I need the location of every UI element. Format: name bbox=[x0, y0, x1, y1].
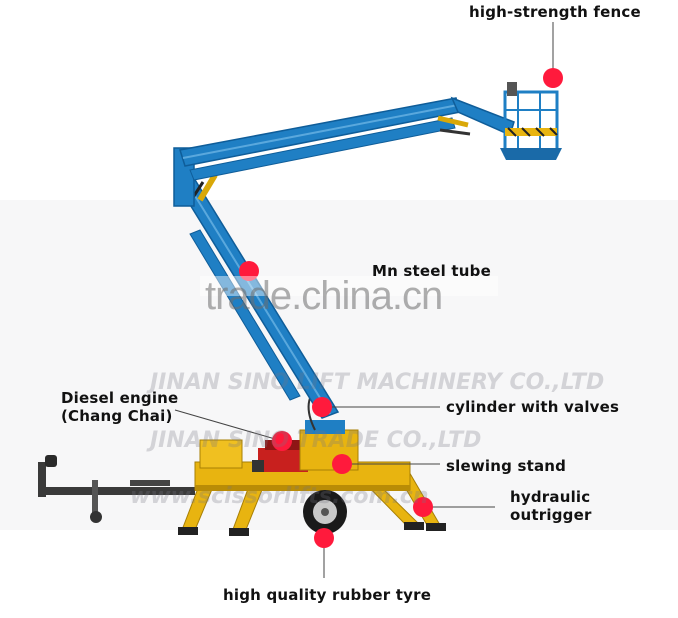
label-rubber-tyre: high quality rubber tyre bbox=[223, 586, 432, 604]
marker-diesel bbox=[272, 431, 292, 451]
marker-cylinder bbox=[312, 397, 332, 417]
marker-fence bbox=[543, 68, 563, 88]
watermark-website: www.scissorlifts.com.cn bbox=[130, 484, 429, 509]
marker-slewing bbox=[332, 454, 352, 474]
label-slewing-stand: slewing stand bbox=[446, 457, 567, 475]
label-diesel-line-2: (Chang Chai) bbox=[61, 407, 173, 425]
marker-steel-tube bbox=[239, 261, 259, 281]
label-outrigger-line-2: outrigger bbox=[510, 506, 592, 524]
callout-markers bbox=[239, 68, 563, 548]
label-diesel-line-1: Diesel engine bbox=[61, 389, 179, 407]
label-outrigger-line-1: hydraulic bbox=[510, 488, 591, 506]
marker-tyre bbox=[314, 528, 334, 548]
label-mn-steel-tube: Mn steel tube bbox=[372, 262, 491, 280]
label-high-strength-fence: high-strength fence bbox=[469, 3, 641, 21]
label-cylinder-with-valves: cylinder with valves bbox=[446, 398, 620, 416]
watermark-company-1: JINAN SINO LIFT MACHINERY CO.,LTD bbox=[150, 370, 605, 395]
work-platform bbox=[500, 82, 562, 160]
label-diesel-engine: Diesel engine (Chang Chai) bbox=[61, 389, 178, 425]
tow-bar bbox=[38, 455, 195, 523]
label-hydraulic-outrigger: hydraulic outrigger bbox=[510, 488, 592, 524]
boom-arm bbox=[173, 96, 515, 419]
watermark-tradechina: trade.china.cn bbox=[205, 274, 443, 318]
chassis bbox=[178, 384, 446, 536]
marker-outrigger bbox=[413, 497, 433, 517]
watermark-company-2: JINAN SINO TRADE CO.,LTD bbox=[150, 428, 482, 453]
